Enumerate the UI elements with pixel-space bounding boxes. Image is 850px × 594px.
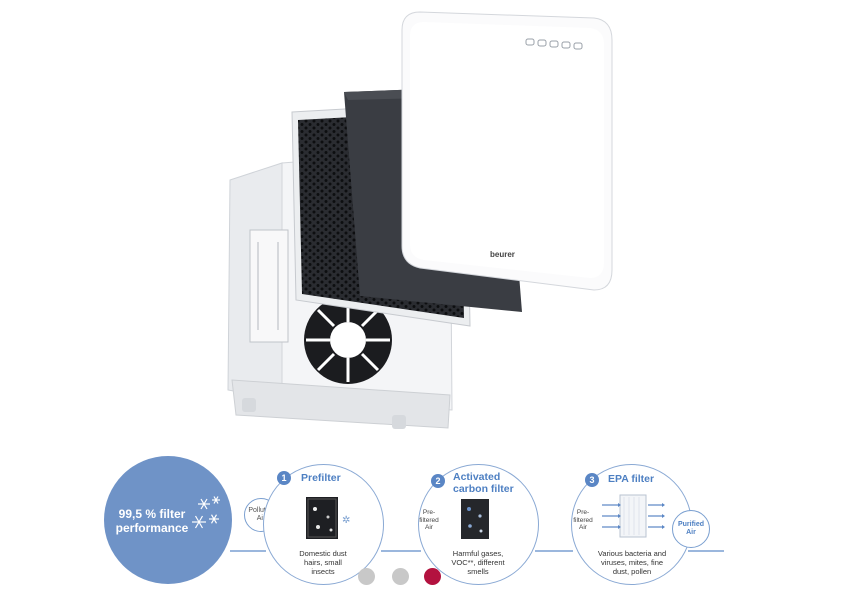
carbon-filter-stage: 2 Activated carbon filter Pre- filtered … — [418, 464, 539, 585]
side-label: Pre- filtered Air — [419, 509, 439, 531]
color-option-grey[interactable] — [358, 568, 375, 585]
connector-line — [230, 550, 266, 552]
color-option-red[interactable] — [424, 568, 441, 585]
snowflake-icon — [192, 496, 220, 529]
carbon-filter-icon — [461, 499, 489, 539]
step-number: 3 — [585, 473, 599, 487]
performance-line-1: 99,5 % filter — [118, 507, 186, 521]
connector-line — [381, 550, 421, 552]
step-number: 2 — [431, 474, 445, 488]
stage-description: Harmful gases, VOC**, different smells — [451, 549, 505, 576]
front-cover-panel — [401, 11, 613, 291]
air-purifier-exploded-illustration — [227, 11, 613, 429]
connector-line — [535, 550, 573, 552]
stage-description: Various bacteria and viruses, mites, fin… — [597, 549, 667, 576]
performance-line-2: performance — [115, 521, 189, 535]
brand-logo: beurer — [490, 250, 515, 259]
purified-air-bubble: Purified Air — [672, 510, 710, 548]
epa-filter-stage: 3 EPA filter Pre- filtered Air Various b… — [571, 464, 692, 585]
prefilter-stage: 1 Prefilter ✲ Domestic dust hairs, small… — [263, 464, 384, 585]
stage-title: Prefilter — [301, 472, 341, 484]
fan-icon — [304, 296, 392, 384]
stage-description: Domestic dust hairs, small insects — [299, 549, 347, 576]
prefilter-icon — [306, 497, 338, 539]
control-buttons — [525, 38, 583, 50]
side-label: Pre- filtered Air — [573, 509, 593, 531]
stage-title: EPA filter — [608, 473, 655, 485]
stage-title: Activated carbon filter — [453, 471, 514, 495]
color-option-grey[interactable] — [392, 568, 409, 585]
filter-performance-badge: 99,5 % filter performance — [104, 456, 232, 584]
dust-icon: ✲ — [342, 515, 351, 526]
step-number: 1 — [277, 471, 291, 485]
epa-filter-icon — [602, 494, 665, 538]
connector-line — [688, 550, 724, 552]
